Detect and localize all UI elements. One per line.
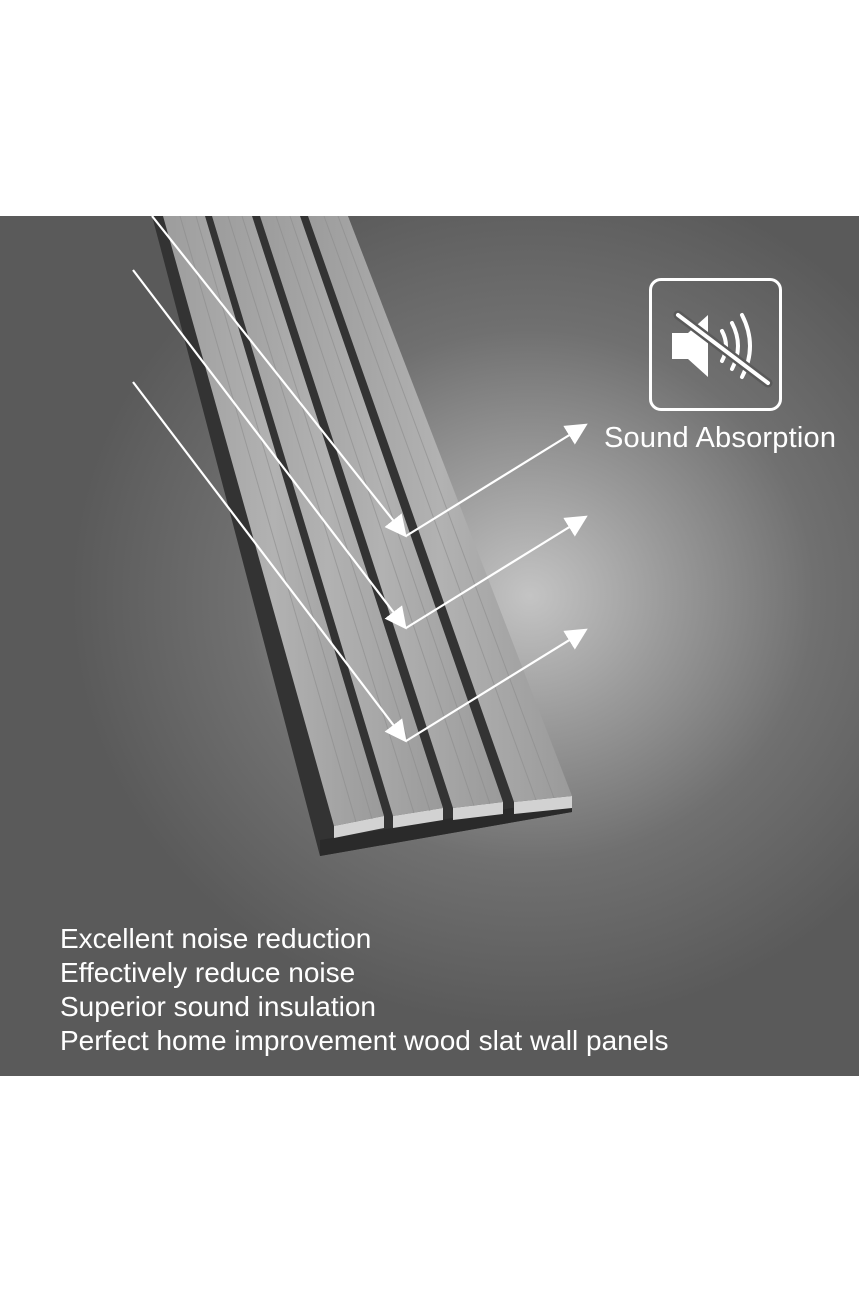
slat-1 <box>163 216 384 838</box>
product-banner: Sound Absorption Excellent noise reducti… <box>0 216 859 1076</box>
badge-label: Sound Absorption <box>604 422 837 454</box>
felt-backing-edge <box>320 798 572 856</box>
sound-muted-icon <box>672 310 773 388</box>
bottom-margin <box>0 1076 859 1290</box>
slat-3 <box>260 216 503 820</box>
incoming-arrow-2 <box>132 269 407 630</box>
outgoing-sound-arrows <box>405 423 588 742</box>
wood-grain <box>179 216 555 823</box>
feature-item: Excellent noise reduction <box>60 923 372 954</box>
feature-item: Perfect home improvement wood slat wall … <box>60 1025 669 1056</box>
sound-absorption-badge <box>649 278 782 411</box>
felt-backing <box>152 216 572 856</box>
incoming-arrow-3 <box>132 381 407 743</box>
wood-slat-panel-illustration <box>132 216 588 856</box>
feature-item: Superior sound insulation <box>60 991 376 1022</box>
top-margin <box>0 0 859 216</box>
feature-item: Effectively reduce noise <box>60 957 356 988</box>
outgoing-arrow-3 <box>405 628 588 742</box>
feature-list: Excellent noise reduction Effectively re… <box>60 922 669 1058</box>
incoming-arrow-1 <box>151 216 407 538</box>
incoming-sound-arrows <box>132 216 407 743</box>
slat-4 <box>308 216 572 814</box>
outgoing-arrow-2 <box>405 515 588 629</box>
outgoing-arrow-1 <box>405 423 588 537</box>
